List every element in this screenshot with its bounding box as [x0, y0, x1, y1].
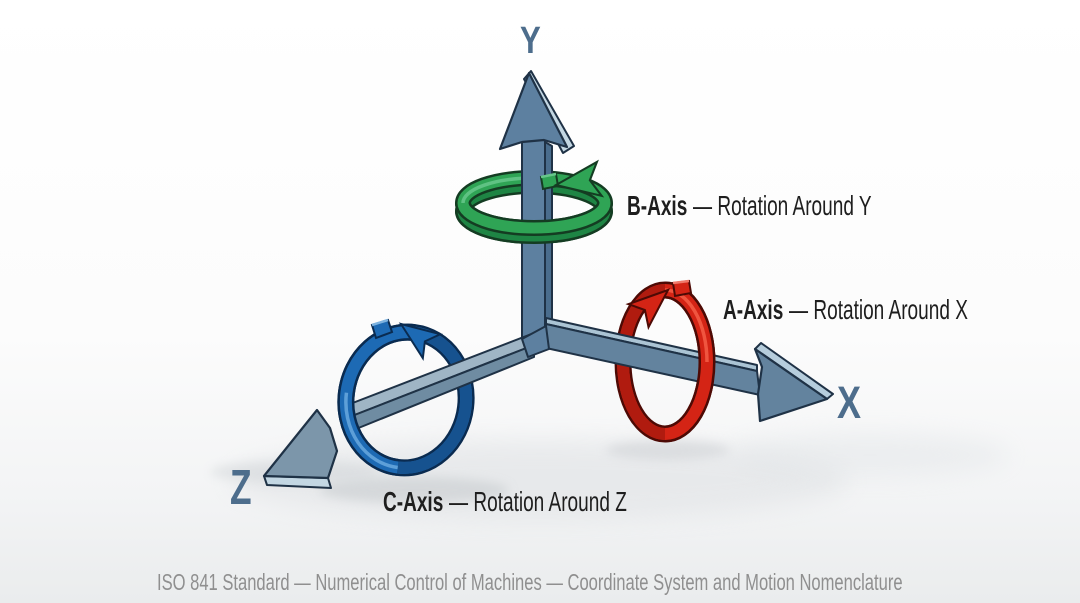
y-axis-label: Y — [520, 20, 541, 62]
z-axis-label: Z — [230, 461, 252, 515]
z-arrowhead — [262, 408, 339, 480]
b-axis-annotation: B-Axis— Rotation Around Y — [627, 190, 872, 222]
x-arrowhead — [753, 347, 829, 423]
axis-junction — [521, 325, 550, 358]
x-axis-label: X — [837, 377, 862, 428]
c-rotation-arrow — [370, 311, 442, 360]
c-axis-name: C-Axis — [383, 486, 444, 517]
caption: ISO 841 Standard — Numerical Control of … — [157, 569, 903, 595]
a-axis-annotation: A-Axis— Rotation Around X — [723, 294, 968, 326]
y-arrowhead — [498, 71, 569, 151]
b-axis-description: — Rotation Around Y — [693, 190, 872, 221]
c-axis-annotation: C-Axis— Rotation Around Z — [383, 486, 627, 518]
b-rotation-ring-front — [455, 160, 613, 244]
c-rotation-ring-front — [337, 323, 416, 476]
c-axis-description: — Rotation Around Z — [449, 486, 627, 517]
a-axis-name: A-Axis — [723, 294, 784, 325]
a-rotation-ring-front — [627, 277, 716, 443]
a-axis-description: — Rotation Around X — [789, 294, 968, 325]
z-axis-arrow — [262, 332, 535, 489]
y-axis-arrow — [498, 70, 575, 342]
b-axis-name: B-Axis — [627, 190, 688, 221]
